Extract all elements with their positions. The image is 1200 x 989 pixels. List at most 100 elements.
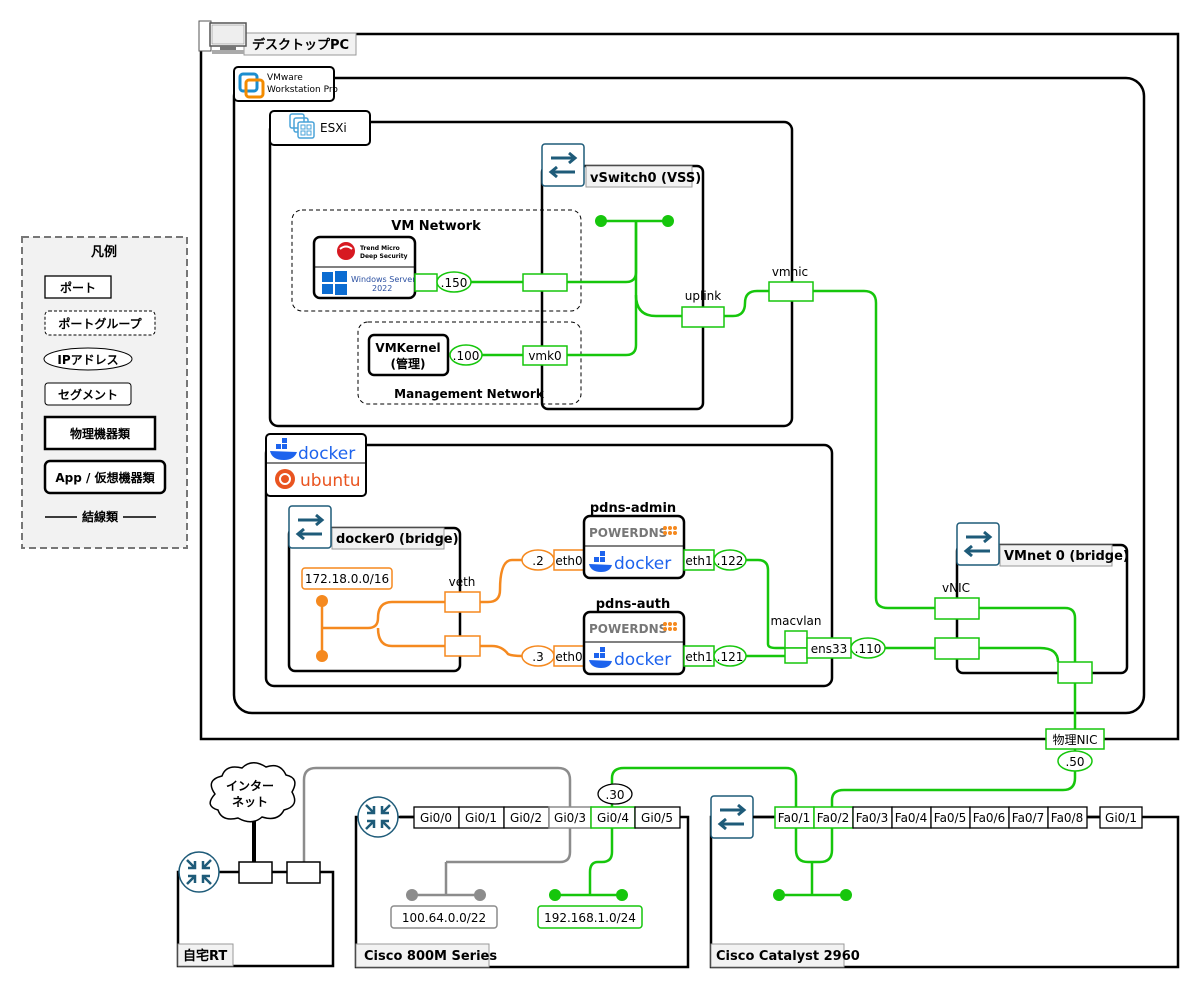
docker0-title: docker0 (bridge)	[336, 532, 459, 547]
docker-host-group: docker ubuntu docker0 (bridge) 172.18.0.…	[264, 433, 935, 688]
internet-line2: ネット	[232, 795, 268, 809]
desktop-pc-group: デスクトップPC	[198, 20, 1180, 741]
uplink-port	[681, 306, 725, 328]
docker-green-wires	[746, 558, 935, 658]
esxi-icon	[289, 113, 315, 139]
ens33-label: ens33	[811, 642, 848, 656]
docker-text-admin: docker	[614, 554, 671, 574]
catalyst-port-fa02: Fa0/2	[817, 811, 849, 825]
veth-label: veth	[449, 575, 476, 589]
catalyst-port-fa07: Fa0/7	[1012, 811, 1044, 825]
vswitch-icon	[540, 142, 586, 188]
vswitch-title: vSwitch0 (VSS)	[590, 171, 701, 186]
catalyst-switch-icon	[709, 794, 755, 840]
desktop-title: デスクトップPC	[252, 37, 349, 53]
powerdns-dots-icon-2	[663, 622, 677, 631]
docker-text-auth: docker	[614, 650, 671, 670]
powerdns-logo-auth: POWERDNS	[589, 622, 667, 636]
vmnic-label: vmnic	[772, 265, 808, 279]
docker0-bridge-icon	[287, 504, 333, 550]
legend-segment: セグメント	[58, 387, 118, 402]
ip-3: .3	[532, 650, 543, 664]
macvlan-port-1	[784, 630, 808, 649]
legend-app: App / 仮想機器類	[55, 470, 155, 485]
internet-line1: インター	[226, 779, 274, 793]
catalyst-port-fa06: Fa0/6	[973, 811, 1005, 825]
vnic-port-2	[934, 637, 980, 660]
legend: 凡例 ポート ポートグループ IPアドレス セグメント 物理機器類 App / …	[21, 236, 188, 549]
internet-cloud: インター ネット	[209, 762, 296, 823]
ip-150: .150	[441, 276, 468, 290]
docker-icon-admin	[589, 564, 612, 572]
vnic-label: vNIC	[942, 581, 970, 595]
ip-110: .110	[855, 642, 882, 656]
vmnet-green-wires	[813, 289, 1077, 730]
ip-100: .100	[453, 349, 480, 363]
vm-network-label: VM Network	[391, 219, 481, 234]
home-rt-title: 自宅RT	[183, 948, 227, 964]
macvlan-port-2	[784, 647, 808, 664]
trend-micro-label: Trend Micro	[360, 245, 400, 252]
pdns-admin-title: pdns-admin	[590, 501, 676, 516]
trend-micro-icon	[337, 242, 355, 260]
admin-eth0: eth0	[555, 554, 582, 568]
desktop-pc-icon	[198, 20, 247, 54]
home-router-group: 自宅RT	[176, 850, 335, 968]
legend-ip: IPアドレス	[57, 353, 118, 367]
legend-title: 凡例	[91, 244, 117, 260]
esxi-group: ESXi vSwitch0 (VSS) VM Network Managemen…	[268, 110, 814, 428]
cisco800-title: Cisco 800M Series	[364, 949, 497, 964]
catalyst-port-fa08: Fa0/8	[1051, 811, 1083, 825]
docker-orange-wires	[320, 558, 523, 658]
ubuntu-label: ubuntu	[300, 471, 361, 491]
cisco800-port-gi00: Gi0/0	[420, 811, 452, 825]
physnic-ip: .50	[1065, 755, 1084, 769]
vmware-group: VMware Workstation Pro	[232, 66, 1146, 715]
winsrv-version: 2022	[372, 284, 392, 293]
cisco800-port-gi01: Gi0/1	[465, 811, 497, 825]
cisco800-router-icon	[356, 795, 400, 839]
auth-eth0: eth0	[555, 650, 582, 664]
veth-port-1	[444, 591, 481, 613]
docker-whale-icon	[270, 438, 297, 460]
auth-eth1: eth1	[685, 650, 712, 664]
pdns-auth-title: pdns-auth	[596, 597, 671, 612]
ip-122: .122	[717, 554, 744, 568]
home-rt-port-lan	[286, 861, 321, 884]
physical-nic: 物理NIC .50	[1045, 728, 1105, 772]
cisco800-port-gi02: Gi0/2	[510, 811, 542, 825]
cisco800-port-gi05: Gi0/5	[641, 811, 673, 825]
ubuntu-icon	[275, 469, 295, 489]
ip-2: .2	[532, 554, 543, 568]
vmnic-port	[768, 281, 814, 302]
vmnet-uplink-port	[1057, 661, 1093, 684]
macvlan-label: macvlan	[770, 614, 821, 628]
catalyst-port-fa01: Fa0/1	[778, 811, 810, 825]
docker-label: docker	[298, 444, 355, 464]
veth-port-2	[444, 635, 481, 657]
winsrv-label: Windows Server	[351, 275, 416, 284]
vmkernel-label: VMKernel	[375, 341, 440, 355]
catalyst-port-fa03: Fa0/3	[856, 811, 888, 825]
mgmt-network-label: Management Network	[394, 387, 545, 401]
vmnet0-title: VMnet 0 (bridge)	[1004, 549, 1129, 564]
vm-network-port	[522, 273, 568, 292]
vnic-port-1	[934, 597, 980, 620]
docker-icon-auth	[589, 660, 612, 668]
docker-subnet: 172.18.0.0/16	[305, 572, 389, 586]
legend-portgroup: ポートグループ	[58, 316, 142, 331]
uplink-label: uplink	[685, 289, 721, 303]
ip-121: .121	[717, 650, 744, 664]
cisco800-ip-30: .30	[605, 788, 624, 802]
vmkernel-sub: (管理)	[391, 356, 426, 371]
vmware-logo-icon	[238, 72, 265, 99]
admin-eth1: eth1	[685, 554, 712, 568]
catalyst-group: Cisco Catalyst 2960 Fa0/1 Fa0/2 Fa0/3 Fa…	[709, 794, 1180, 969]
home-router-icon	[177, 850, 221, 894]
powerdns-dots-icon	[663, 526, 677, 535]
esxi-wires	[470, 219, 769, 357]
legend-port: ポート	[60, 280, 96, 295]
cisco800-port-gi03: Gi0/3	[554, 811, 586, 825]
catalyst-title: Cisco Catalyst 2960	[716, 949, 860, 964]
